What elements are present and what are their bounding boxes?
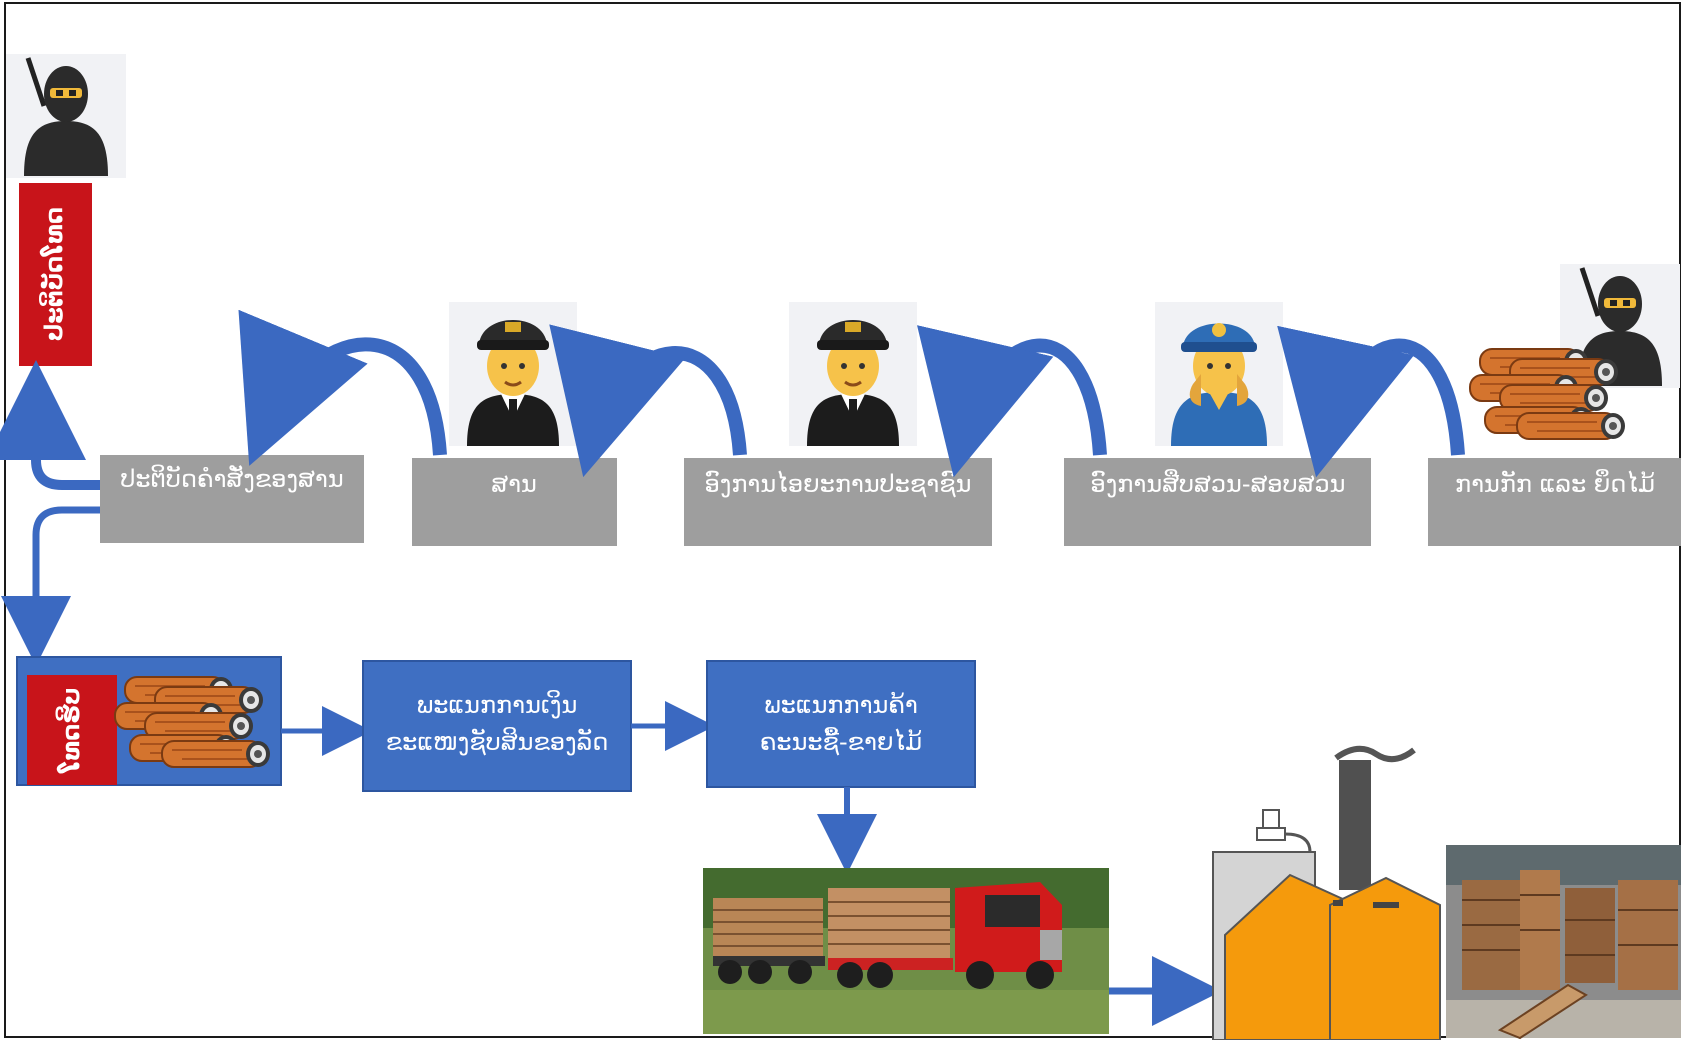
step-seize-box: ການກັກ ແລະ ຍຶດໄມ້: [1428, 458, 1681, 546]
arrow-to-punish: [0, 360, 100, 490]
arrow-prosecutor-to-court: [549, 324, 747, 478]
commerce-box: ພະແນກການຄ້າ ຄະນະຊື້-ຂາຍໄມ້: [706, 660, 976, 788]
step-investigation-label: ອົງການສືບສວນ-ສອບສວນ: [1091, 468, 1346, 498]
log-truck-image: [703, 868, 1109, 1034]
wood-logs-icon: [1470, 349, 1625, 439]
finance-box: ພະແນກການເງິນ ຂະແໜງຊັບສິນຂອງລັດ: [362, 660, 632, 792]
police-officer-icon: [1155, 302, 1283, 446]
step-court-box: ສານ: [412, 458, 617, 546]
offender-ninja-icon: [6, 54, 126, 178]
confiscate-label: ໂທດຮິບ: [53, 687, 85, 773]
arrow-investigation-to-prosecutor: [917, 325, 1107, 478]
arrow-seize-to-investigation: [1277, 325, 1465, 478]
judge-pilot-icon: [447, 300, 579, 448]
prosecutor-pilot-icon: [787, 300, 919, 448]
step-prosecutor-box: ອົງການໄອຍະການປະຊາຊົນ: [684, 458, 992, 546]
finance-line2: ຂະແໜງຊັບສິນຂອງລັດ: [386, 726, 609, 756]
punish-label-box: ປະຕິບັດໂທດ: [19, 183, 92, 366]
wood-logs-icon: [115, 677, 270, 767]
confiscate-box: ໂທດຮິບ: [16, 656, 282, 786]
lumber-warehouse-image: [1446, 845, 1681, 1040]
step-execute-box: ປະຕິບັດຄຳສັ່ງຂອງສານ: [100, 455, 364, 543]
step-prosecutor-label: ອົງການໄອຍະການປະຊາຊົນ: [705, 469, 972, 498]
step-seize-label: ການກັກ ແລະ ຍຶດໄມ້: [1455, 469, 1655, 498]
seize-illustration: [1470, 264, 1680, 439]
finance-line1: ພະແນກການເງິນ: [417, 690, 578, 719]
punish-label: ປະຕິບັດໂທດ: [37, 207, 68, 341]
commerce-line2: ຄະນະຊື້-ຂາຍໄມ້: [760, 727, 922, 756]
step-investigation-box: ອົງການສືບສວນ-ສອບສວນ: [1064, 458, 1371, 546]
step-execute-label: ປະຕິບັດຄຳສັ່ງຂອງສານ: [120, 464, 343, 493]
arrow-to-confiscate: [1, 506, 100, 666]
factory-icon: [1212, 745, 1441, 1040]
step-court-label: ສານ: [491, 470, 537, 498]
arrow-court-to-execute: [238, 309, 447, 466]
commerce-line1: ພະແນກການຄ້າ: [764, 691, 918, 719]
